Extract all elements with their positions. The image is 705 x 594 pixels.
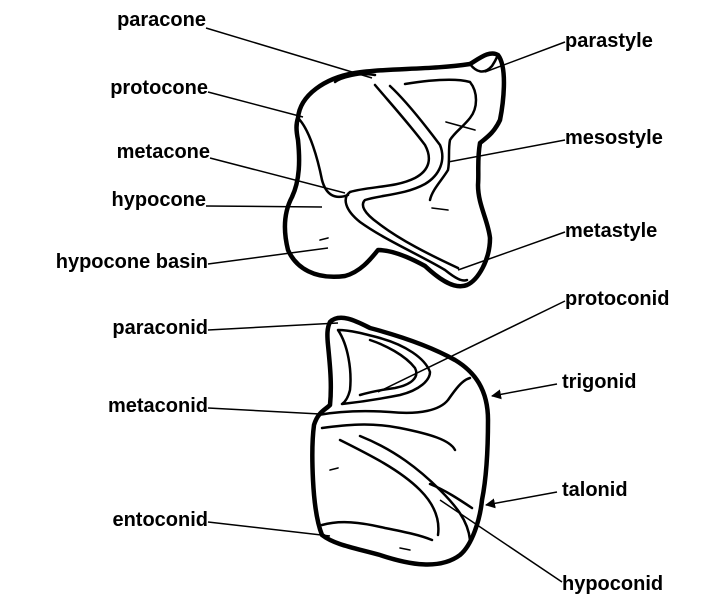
label-metaconid: metaconid (108, 395, 208, 417)
lower-molar-drawing (312, 318, 488, 565)
leader-lines (206, 28, 565, 582)
label-paraconid: paraconid (112, 317, 208, 339)
leader-hypocone-basin (208, 248, 328, 264)
label-metastyle: metastyle (565, 220, 657, 242)
label-protoconid: protoconid (565, 288, 669, 310)
leader-paracone (206, 28, 372, 78)
leader-metastyle (458, 232, 565, 270)
label-paracone: paracone (117, 9, 206, 31)
leader-entoconid (208, 522, 330, 536)
leader-protocone (208, 92, 303, 117)
leader-paraconid (208, 323, 338, 330)
label-hypoconid: hypoconid (562, 573, 663, 594)
leader-hypocone (206, 206, 322, 207)
label-metacone: metacone (117, 141, 210, 163)
label-talonid: talonid (562, 479, 628, 501)
leader-mesostyle (448, 140, 565, 162)
label-entoconid: entoconid (112, 509, 208, 531)
leader-metaconid (208, 408, 320, 414)
leader-protoconid (378, 301, 565, 392)
label-hypocone-basin: hypocone basin (56, 251, 208, 273)
leader-metacone (210, 158, 345, 193)
upper-molar-labels: paracone protocone metacone hypocone hyp… (56, 9, 663, 273)
label-hypocone: hypocone (112, 189, 206, 211)
arrow-trigonid (492, 384, 557, 396)
upper-molar-drawing (285, 53, 504, 286)
label-trigonid: trigonid (562, 371, 636, 393)
label-mesostyle: mesostyle (565, 127, 663, 149)
label-parastyle: parastyle (565, 30, 653, 52)
arrow-talonid (486, 492, 557, 505)
label-protocone: protocone (110, 77, 208, 99)
leader-hypoconid (440, 500, 562, 582)
